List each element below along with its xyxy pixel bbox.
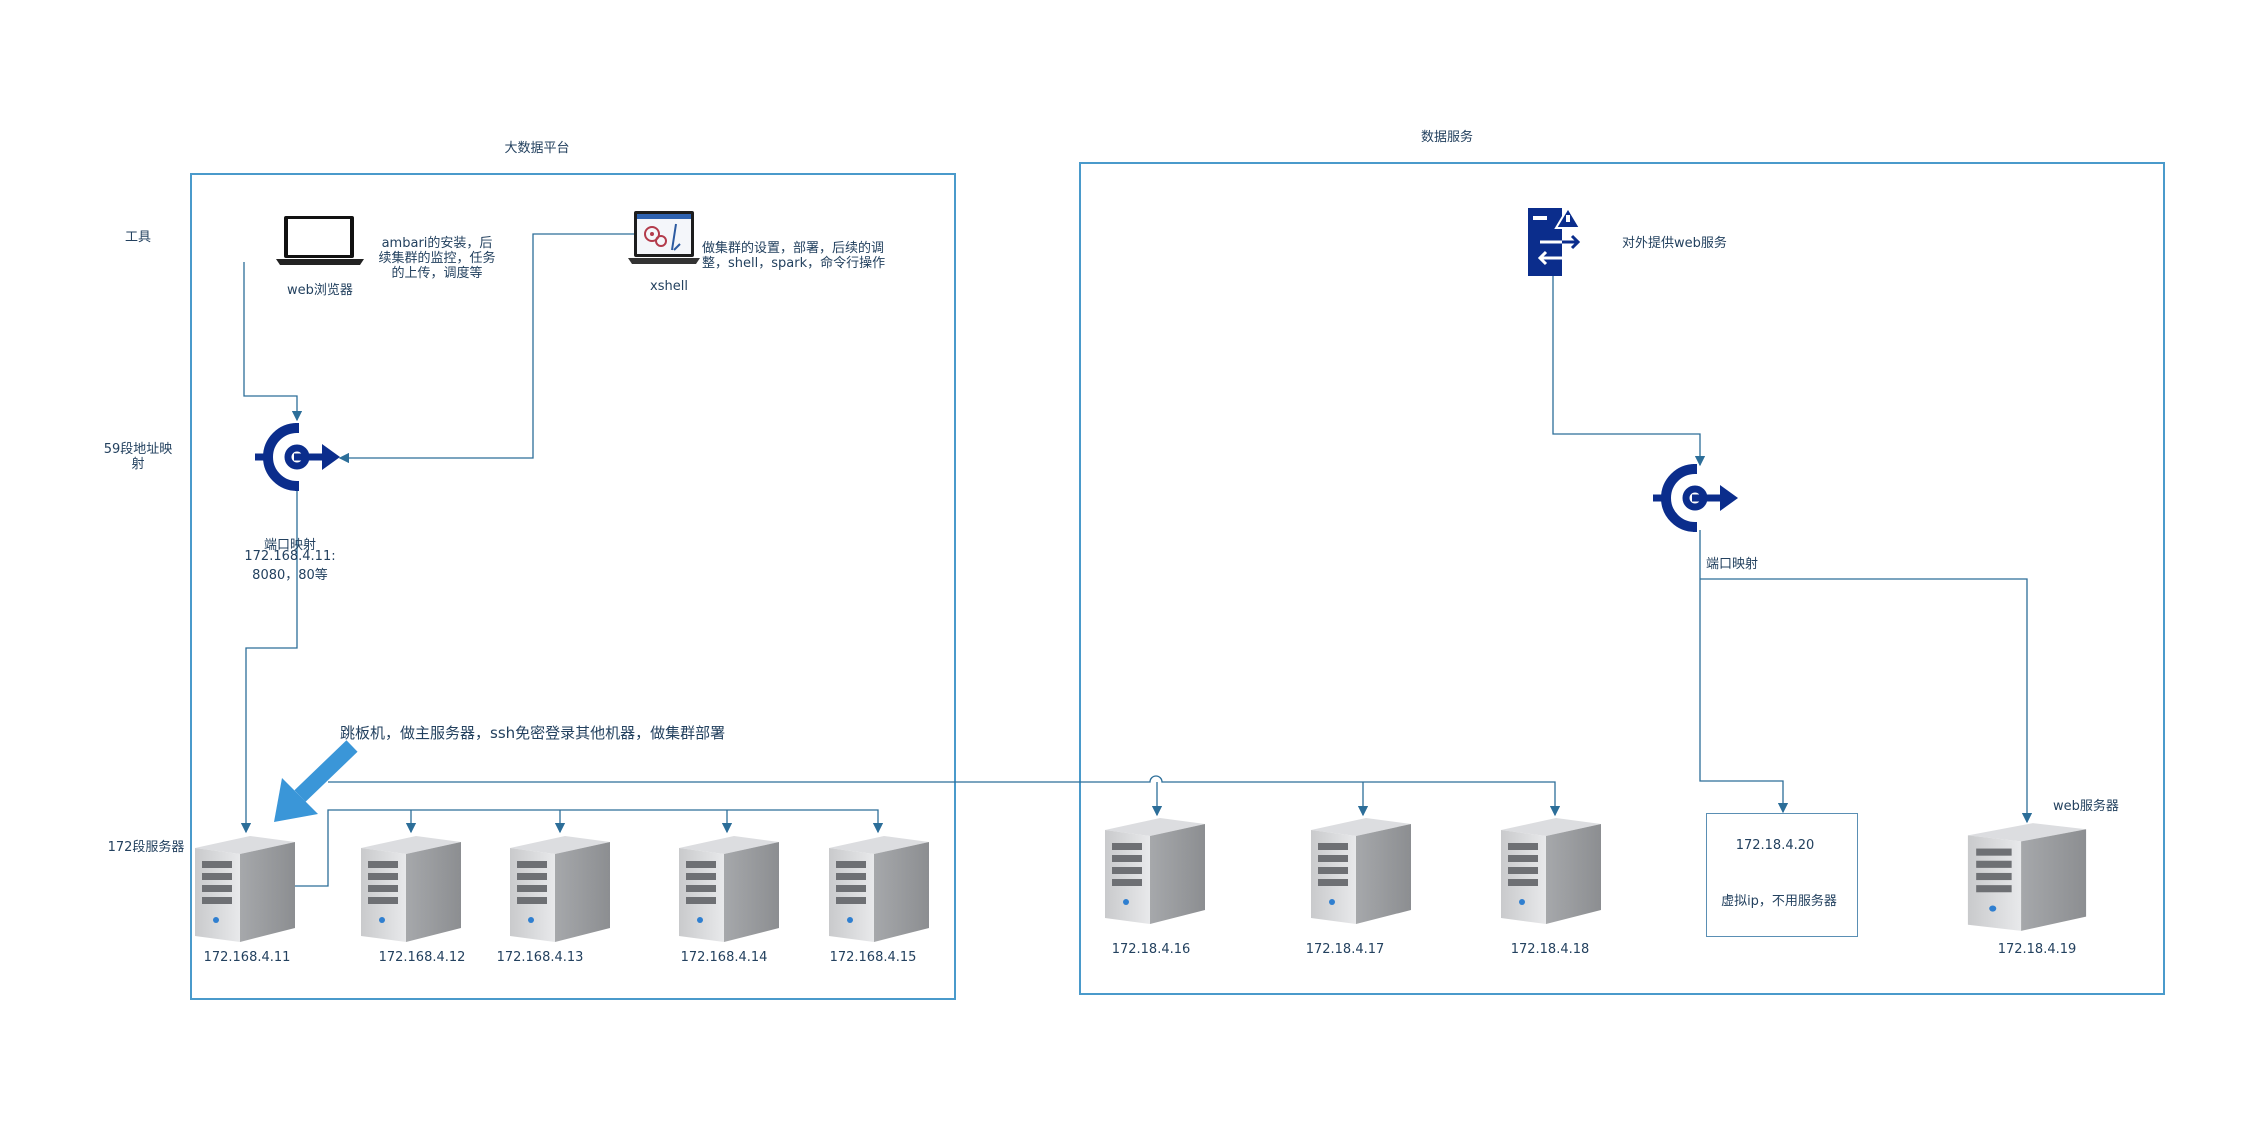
left-port-map-detail2: 8080，80等 xyxy=(252,568,328,583)
arrow-pointer-icon xyxy=(274,740,358,822)
web-server-label: web服务器 xyxy=(2053,799,2119,814)
browser-note-line1: ambari的安装，后 xyxy=(381,236,493,251)
server-ip-label: 172.168.4.15 xyxy=(829,950,917,965)
web-service-icon xyxy=(1528,206,1582,276)
server-ip-label: 172.18.4.16 xyxy=(1111,942,1191,957)
port-mapping-icon xyxy=(255,423,340,491)
big-data-platform-title: 大数据平台 xyxy=(504,141,570,156)
server-ip-label: 172.18.4.19 xyxy=(1997,942,2077,957)
server-icon xyxy=(1311,818,1411,924)
left-port-map-detail1: 172.168.4.11: xyxy=(244,549,336,564)
server-ip-label: 172.18.4.18 xyxy=(1510,942,1590,957)
server-ip-label: 172.168.4.12 xyxy=(378,950,466,965)
service-to-portmap-line xyxy=(1552,272,1706,467)
laptop-icon xyxy=(276,216,364,265)
jump-to-right-cluster-line xyxy=(328,775,1561,817)
portmap-to-webserver-line xyxy=(1700,578,2033,824)
server-icon xyxy=(1105,818,1205,924)
tools-row-label: 工具 xyxy=(124,230,152,245)
server-icon xyxy=(679,836,779,942)
browser-note-line3: 的上传，调度等 xyxy=(391,266,483,281)
browser-to-portmap-line xyxy=(243,262,303,422)
left-port-map-label: 端口映射 xyxy=(263,538,317,553)
right-port-map-label: 端口映射 xyxy=(1706,557,1759,572)
virtual-ip-box xyxy=(1706,813,1858,937)
data-service-group xyxy=(1079,162,2165,995)
server-ip-label: 172.168.4.14 xyxy=(680,950,768,965)
big-data-platform-group xyxy=(190,173,956,1000)
servers172-row-label: 172段服务器 xyxy=(107,840,185,855)
portmap-to-vip-line xyxy=(1699,530,1789,814)
web-server-icon xyxy=(1967,823,2087,931)
xshell-label: xshell xyxy=(650,279,688,294)
server-icon xyxy=(1501,818,1601,924)
browser-label: web浏览器 xyxy=(287,283,353,298)
server-icon xyxy=(195,836,295,942)
server-icon xyxy=(361,836,461,942)
xshell-note-line1: 做集群的设置，部署，后续的调 xyxy=(702,241,885,256)
jump-server-note: 跳板机，做主服务器，ssh免密登录其他机器，做集群部署 xyxy=(340,724,726,742)
web-service-label: 对外提供web服务 xyxy=(1622,236,1727,251)
portmap-to-jump-line xyxy=(240,490,298,834)
virtual-ip-note: 虚拟ip，不用服务器 xyxy=(1721,894,1837,909)
xshell-to-portmap-line xyxy=(338,233,636,464)
server-ip-label: 172.18.4.17 xyxy=(1305,942,1385,957)
server-icon xyxy=(829,836,929,942)
xshell-laptop-icon xyxy=(628,211,700,264)
browser-note-line2: 续集群的监控，任务 xyxy=(378,251,496,266)
jump-to-cluster-line xyxy=(295,809,884,887)
port-mapping-icon xyxy=(1653,464,1738,532)
server-ip-label: 172.168.4.13 xyxy=(496,950,584,965)
server-icon xyxy=(510,836,610,942)
map59-row-label: 59段地址映射 xyxy=(103,442,173,472)
server-ip-label: 172.168.4.11 xyxy=(203,950,291,965)
data-service-title: 数据服务 xyxy=(1420,130,1474,145)
virtual-ip-address: 172.18.4.20 xyxy=(1735,838,1815,853)
xshell-note-line2: 整，shell，spark，命令行操作 xyxy=(702,256,886,271)
